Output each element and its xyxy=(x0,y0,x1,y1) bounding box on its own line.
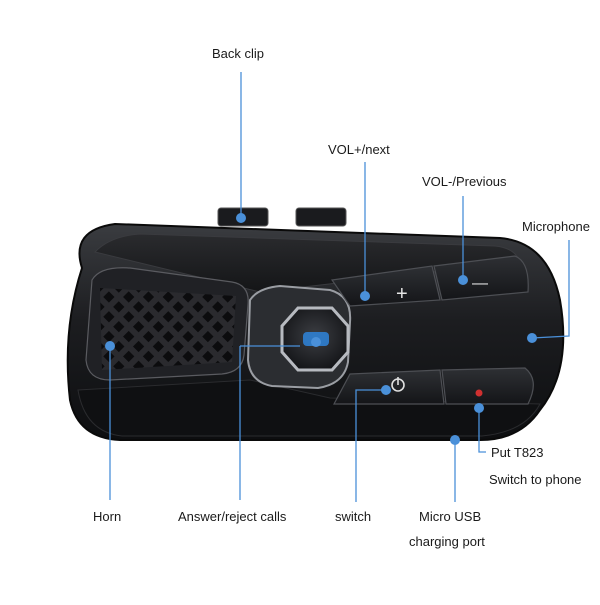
dot-answer xyxy=(311,337,321,347)
label-vol-minus: VOL-/Previous xyxy=(422,174,507,189)
label-put-line1: Put T823 xyxy=(491,445,544,460)
label-usb-line1: Micro USB xyxy=(419,509,482,524)
vol-minus-button xyxy=(433,255,529,301)
put-button xyxy=(441,367,534,405)
vol-plus-button xyxy=(330,265,441,307)
dot-microphone xyxy=(527,333,537,343)
callout-lines xyxy=(109,72,570,502)
label-microphone: Microphone xyxy=(522,219,590,234)
label-switch: switch xyxy=(335,509,372,524)
dot-horn xyxy=(105,341,115,351)
callout-line-microphone xyxy=(531,240,570,339)
label-usb-line2: charging port xyxy=(409,534,485,549)
label-answer: Answer/reject calls xyxy=(178,509,287,524)
label-vol-plus: VOL+/next xyxy=(328,142,390,157)
status-led xyxy=(475,389,483,397)
dot-vol-minus xyxy=(458,275,468,285)
callout-line-put xyxy=(478,410,486,453)
callout-dots xyxy=(105,213,537,445)
back-clip-tab-right xyxy=(295,207,347,227)
dot-switch xyxy=(381,385,391,395)
dot-put xyxy=(474,403,484,413)
dot-usb xyxy=(450,435,460,445)
callout-line-switch xyxy=(355,389,384,502)
device-lower-bevel xyxy=(77,379,541,437)
label-horn: Horn xyxy=(93,509,122,524)
minus-glyph: — xyxy=(472,275,488,292)
speaker-grille xyxy=(100,288,236,370)
label-put-line2: Switch to phone xyxy=(489,472,582,487)
label-back-clip: Back clip xyxy=(212,46,265,61)
dot-vol-plus xyxy=(360,291,370,301)
plus-glyph: + xyxy=(396,283,408,305)
dot-back-clip xyxy=(236,213,246,223)
